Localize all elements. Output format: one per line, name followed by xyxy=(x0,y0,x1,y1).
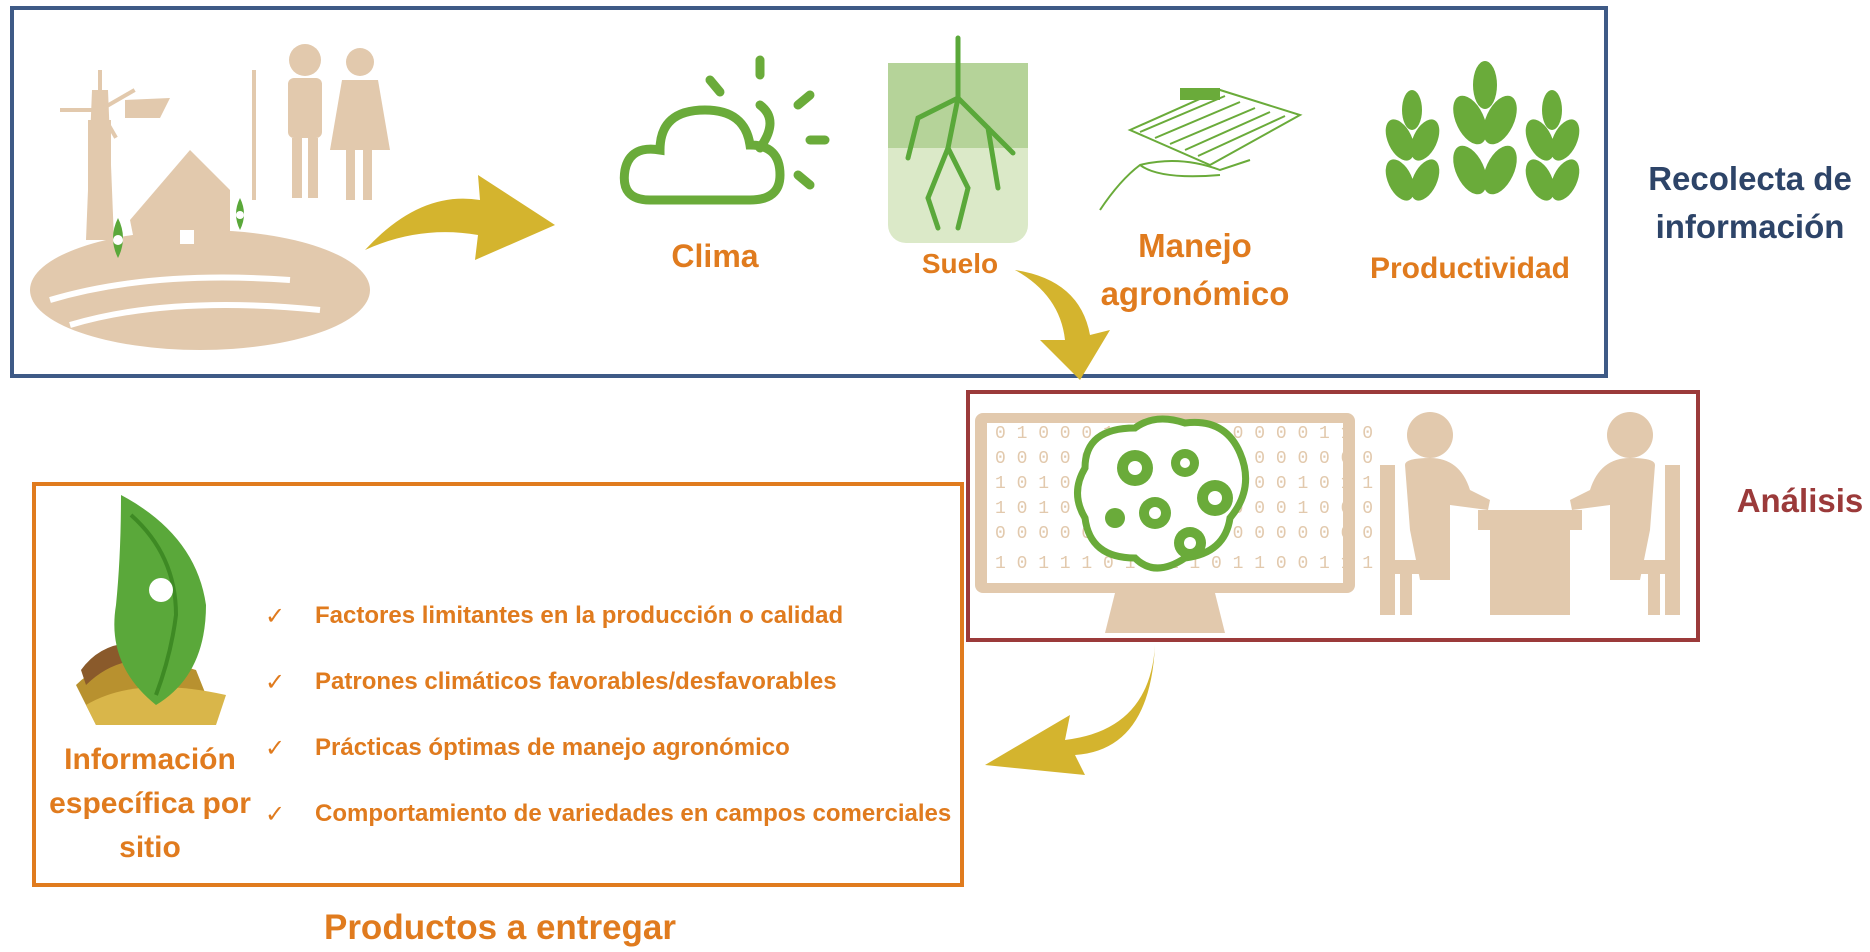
agronomic-label: Manejo agronómico xyxy=(1100,227,1290,312)
check-icon: ✓ xyxy=(265,668,286,696)
computer-brain-icon: 0 1 0 0 0 1 0 0 0 1 0 0 0 0 0 1 1 0 0 0 … xyxy=(975,413,1373,633)
wheat-icon xyxy=(1385,61,1580,201)
weather-icon xyxy=(619,55,830,205)
arrow-to-analysis xyxy=(1015,270,1110,380)
soil-icon xyxy=(888,35,1028,243)
check-icon: ✓ xyxy=(265,734,286,762)
products-title: Productos a entregar xyxy=(323,908,677,947)
collect-side-label: Recolecta de información xyxy=(1648,160,1852,245)
check-item-2: ✓ Patrones climáticos favorables/desfavo… xyxy=(265,662,985,702)
check-icon: ✓ xyxy=(265,602,286,630)
check-text-1: Factores limitantes en la producción o c… xyxy=(315,602,844,629)
products-box xyxy=(32,482,964,887)
check-text-2: Patrones climáticos favorables/desfavora… xyxy=(315,668,837,695)
arrow-to-collect xyxy=(365,175,555,260)
check-icon: ✓ xyxy=(265,800,286,828)
farm-illustration xyxy=(30,44,390,350)
climate-label: Clima xyxy=(671,238,759,274)
check-text-4: Comportamiento de variedades en campos c… xyxy=(315,800,952,827)
meeting-icon xyxy=(1380,412,1680,615)
site-info-label: Información específica por sitio xyxy=(49,743,251,864)
svg-text:1 0 1 1 1 0 1 0 1 1 0 1 1 0 0: 1 0 1 1 1 0 1 0 1 1 0 1 1 0 0 1 1 1 xyxy=(995,554,1373,574)
soil-label: Suelo xyxy=(921,248,999,279)
analysis-box xyxy=(966,390,1700,642)
arrow-to-products xyxy=(985,645,1155,775)
agronomic-icon xyxy=(1099,88,1303,211)
check-item-1: ✓ Factores limitantes en la producción o… xyxy=(265,596,985,636)
productivity-label: Productividad xyxy=(1369,252,1571,285)
check-item-4: ✓ Comportamiento de variedades en campos… xyxy=(265,794,985,834)
analysis-side-label: Análisis xyxy=(1736,482,1864,519)
site-leaf-icon xyxy=(76,495,226,725)
collect-box xyxy=(10,6,1608,378)
check-item-3: ✓ Prácticas óptimas de manejo agronómico xyxy=(265,728,985,768)
check-text-3: Prácticas óptimas de manejo agronómico xyxy=(315,734,790,761)
